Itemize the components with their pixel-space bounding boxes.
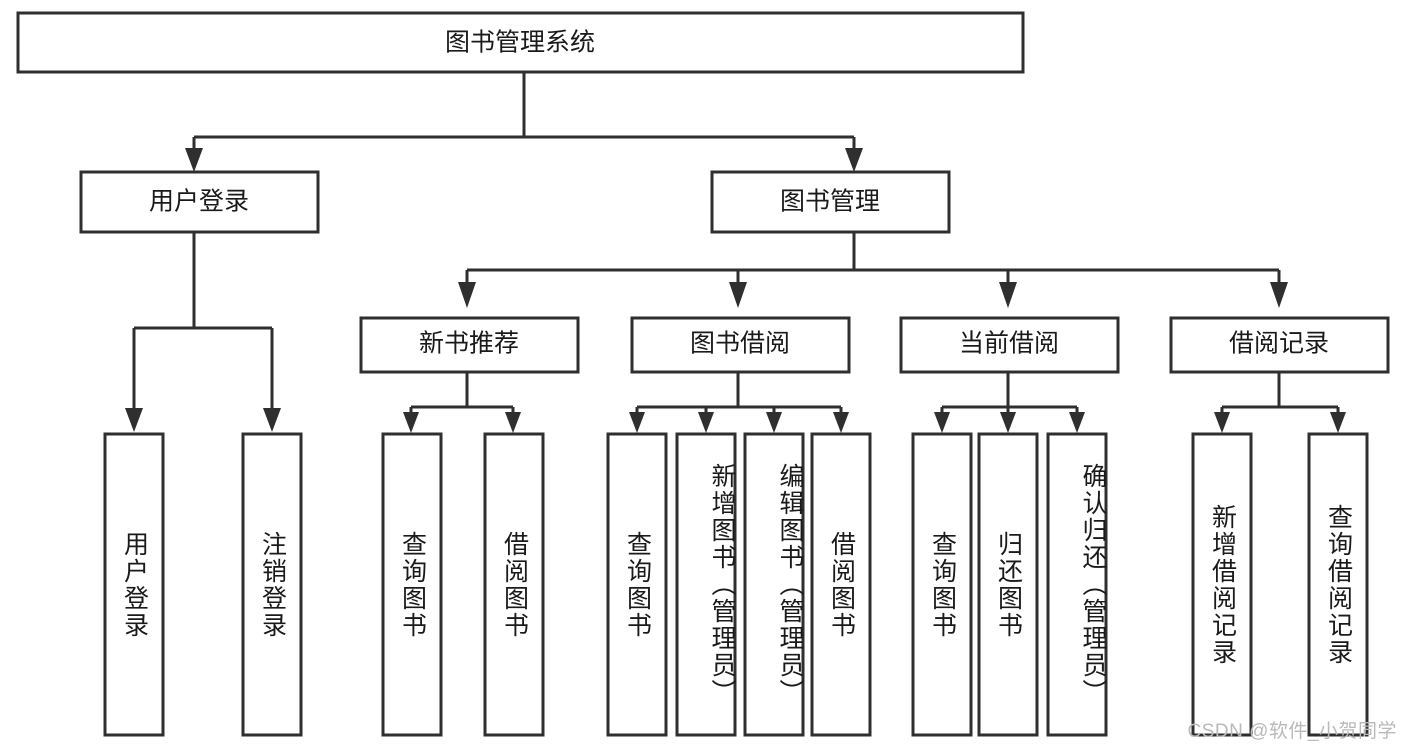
leaf-box-query-record[interactable] bbox=[1307, 432, 1369, 737]
leaf-box-query-book-2[interactable] bbox=[606, 432, 668, 737]
node-root[interactable]: 图书管理系统 bbox=[16, 11, 1025, 74]
connector-bookborrow-to-leaves bbox=[629, 372, 849, 433]
leaf-box-return-book[interactable] bbox=[977, 432, 1039, 737]
node-user-login[interactable]: 用户登录 bbox=[79, 170, 320, 234]
connector-borrowrecord-to-leaves bbox=[1214, 372, 1346, 433]
leaf-box-confirm-return[interactable] bbox=[1046, 432, 1108, 737]
node-new-book-recommend-label: 新书推荐 bbox=[419, 330, 519, 358]
connector-bookmgmt-to-level2 bbox=[458, 232, 1288, 308]
watermark-text: CSDN @软件_小贺同学 bbox=[1187, 721, 1397, 742]
node-user-login-label: 用户登录 bbox=[149, 188, 249, 216]
connector-newbook-to-leaves bbox=[403, 372, 521, 433]
node-book-management-label: 图书管理 bbox=[780, 188, 880, 216]
node-new-book-recommend[interactable]: 新书推荐 bbox=[359, 316, 580, 374]
leaf-box-logout-login[interactable] bbox=[241, 432, 303, 737]
leaf-box-add-book[interactable] bbox=[675, 432, 737, 737]
leaf-box-user-login[interactable] bbox=[103, 432, 165, 737]
leaf-box-add-record[interactable] bbox=[1191, 432, 1253, 737]
connector-currentborrow-to-leaves bbox=[934, 372, 1085, 433]
node-book-borrow[interactable]: 图书借阅 bbox=[630, 316, 851, 374]
leaf-box-edit-book[interactable] bbox=[743, 432, 805, 737]
node-current-borrow-label: 当前借阅 bbox=[959, 330, 1059, 358]
node-borrow-record-label: 借阅记录 bbox=[1229, 330, 1329, 358]
leaf-box-query-book-3[interactable] bbox=[911, 432, 973, 737]
node-book-borrow-label: 图书借阅 bbox=[690, 330, 790, 358]
leaf-box-query-book-1[interactable] bbox=[381, 432, 443, 737]
connector-userlogin-to-leaves bbox=[125, 232, 281, 432]
node-current-borrow[interactable]: 当前借阅 bbox=[899, 316, 1120, 374]
connector-root-to-level1 bbox=[185, 72, 863, 172]
leaf-box-borrow-book-2[interactable] bbox=[810, 432, 872, 737]
node-book-management[interactable]: 图书管理 bbox=[710, 170, 951, 234]
leaf-box-borrow-book-1[interactable] bbox=[483, 432, 545, 737]
node-root-label: 图书管理系统 bbox=[445, 29, 595, 57]
node-borrow-record[interactable]: 借阅记录 bbox=[1169, 316, 1390, 374]
